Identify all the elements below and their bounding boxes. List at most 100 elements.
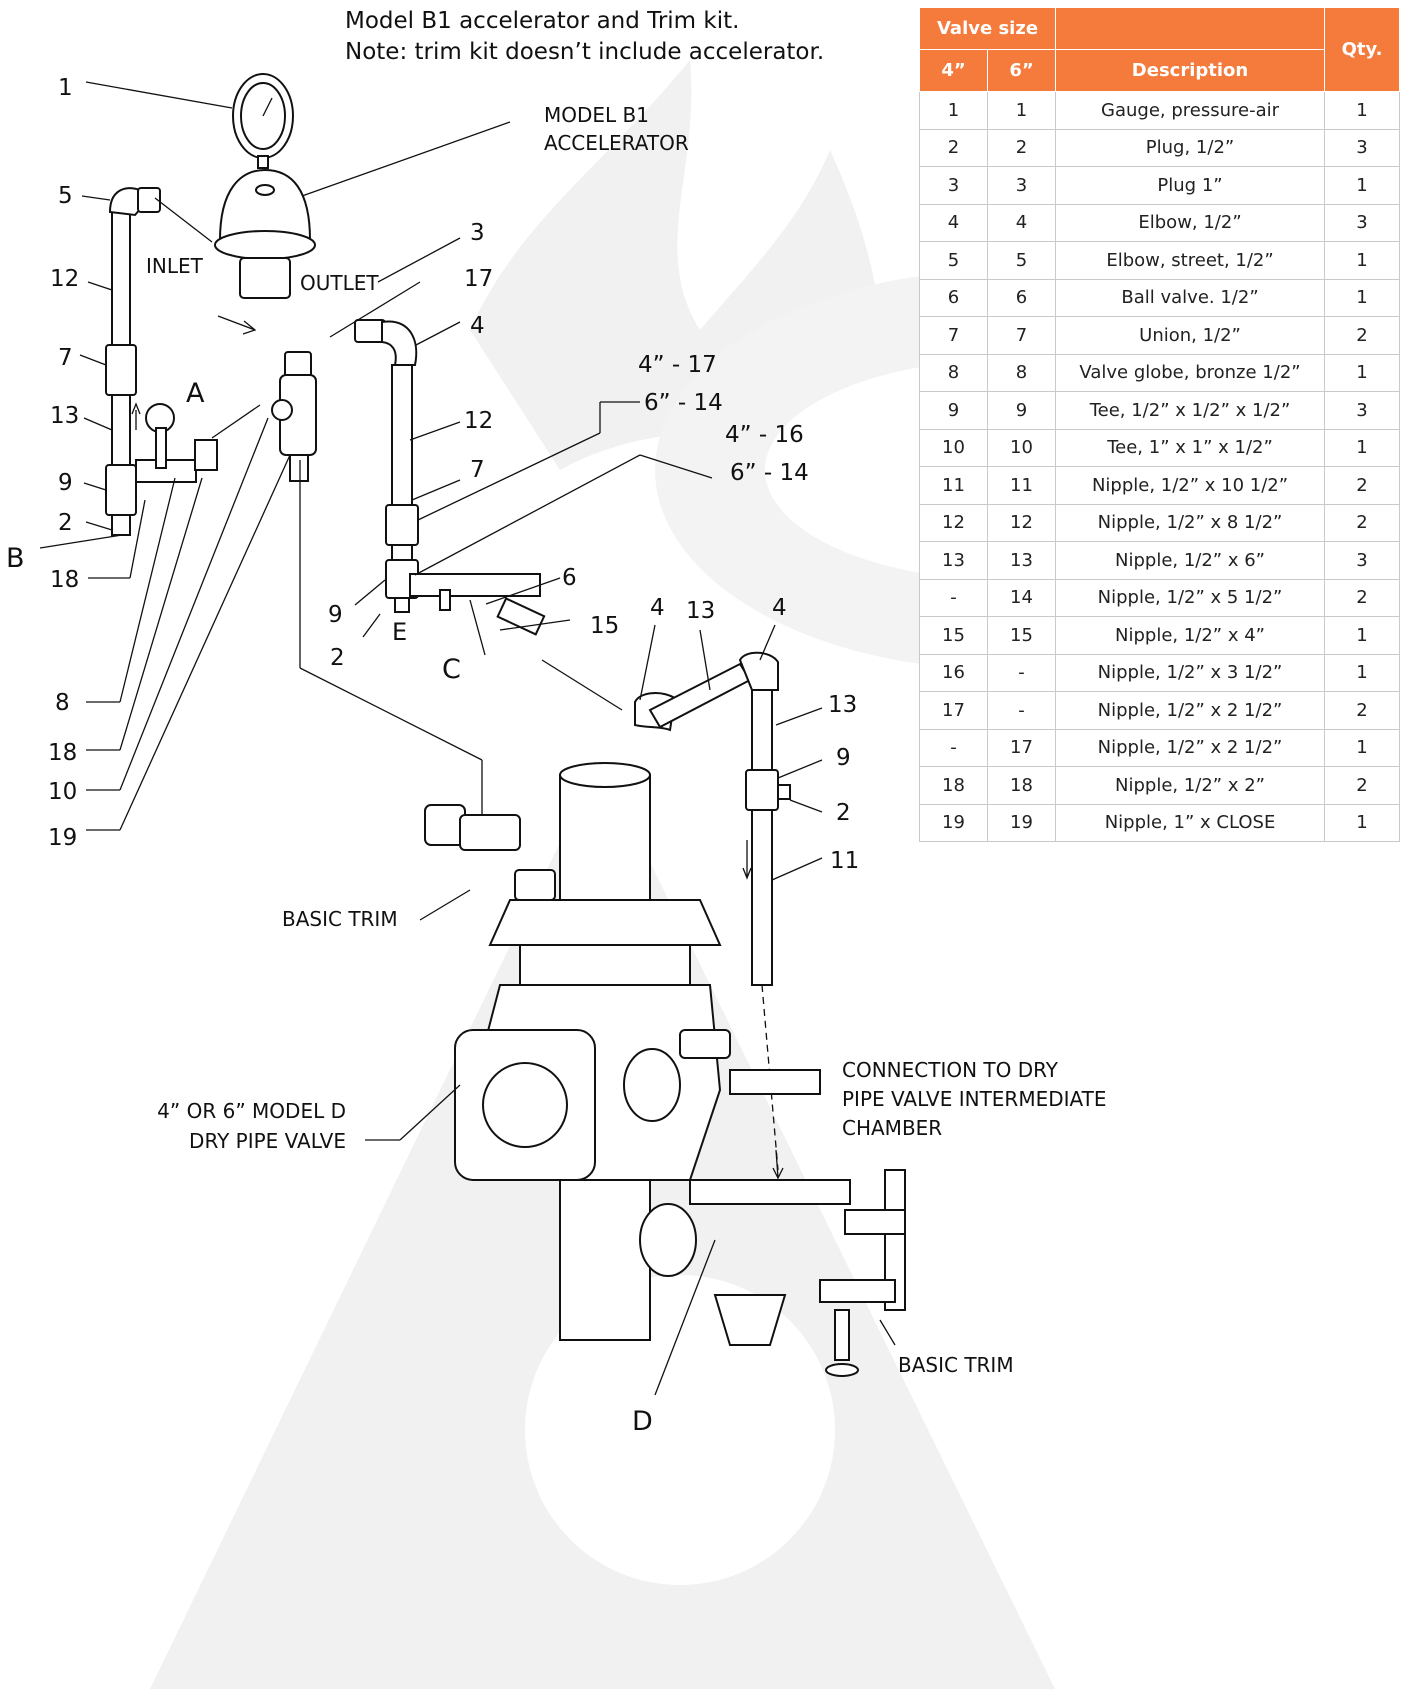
callout-13: 13	[50, 403, 79, 429]
letter-c: C	[442, 654, 461, 685]
cell-4-inch: 18	[919, 766, 988, 805]
cell-6-inch: 12	[986, 503, 1057, 542]
letter-e: E	[392, 618, 407, 646]
cell-6-inch: 13	[986, 541, 1057, 580]
cell-6-inch: 11	[986, 466, 1057, 505]
cell-description: Plug, 1/2”	[1055, 128, 1326, 167]
header-description: Description	[1055, 49, 1326, 92]
header-4-inch: 4”	[919, 49, 988, 92]
basic-trim-icon	[424, 804, 906, 1377]
callout-9: 9	[58, 470, 73, 496]
basic-trim-label: BASIC TRIM	[282, 907, 398, 931]
cell-qty: 2	[1324, 316, 1401, 355]
cell-6-inch: 8	[986, 353, 1057, 392]
valve-label-line-1: 4” OR 6” MODEL D	[157, 1099, 346, 1123]
middle-piping	[354, 319, 623, 711]
cell-6-inch: 10	[986, 428, 1057, 467]
cell-qty: 2	[1324, 578, 1401, 617]
cell-6-inch: 3	[986, 166, 1057, 205]
cell-qty: 1	[1324, 803, 1401, 842]
cell-qty: 3	[1324, 203, 1401, 242]
cell-6-inch: 6	[986, 278, 1057, 317]
cell-description: Elbow, street, 1/2”	[1055, 241, 1326, 280]
callout-9: 9	[328, 602, 343, 628]
callout-9: 9	[836, 745, 851, 771]
cell-6-inch: 5	[986, 241, 1057, 280]
cell-4-inch: -	[919, 728, 988, 767]
callout-2: 2	[58, 510, 73, 536]
cell-6-inch: 2	[986, 128, 1057, 167]
callout-2: 2	[836, 800, 851, 826]
cell-4-inch: 19	[919, 803, 988, 842]
callout-11: 11	[830, 848, 859, 874]
callout-10: 10	[48, 779, 77, 805]
header-valve-size: Valve size	[918, 7, 1057, 50]
letter-d: D	[632, 1406, 653, 1437]
cell-qty: 2	[1324, 466, 1401, 505]
cell-qty: 1	[1324, 241, 1401, 280]
cell-6-inch: 15	[986, 616, 1057, 655]
detail-letters: A B C D E	[6, 378, 653, 1437]
leader-lines	[39, 81, 896, 1396]
cell-6-inch: 1	[986, 91, 1057, 130]
cell-6-inch: 19	[986, 803, 1057, 842]
letter-a: A	[186, 378, 205, 409]
cell-description: Nipple, 1/2” x 2 1/2”	[1055, 728, 1326, 767]
dry-pipe-valve-icon	[454, 762, 722, 1341]
cell-description: Gauge, pressure-air	[1055, 91, 1326, 130]
cell-qty: 3	[1324, 541, 1401, 580]
cell-qty: 1	[1324, 166, 1401, 205]
header-6-inch: 6”	[986, 49, 1057, 92]
cell-qty: 2	[1324, 691, 1401, 730]
cell-4-inch: 8	[919, 353, 988, 392]
cell-4-inch: 12	[919, 503, 988, 542]
cell-4-inch: -	[919, 578, 988, 617]
callout-7: 7	[58, 345, 73, 371]
header-qty: Qty.	[1324, 7, 1401, 92]
cell-6-inch: 14	[986, 578, 1057, 617]
cell-description: Nipple, 1/2” x 5 1/2”	[1055, 578, 1326, 617]
callout-19: 19	[48, 825, 77, 851]
size-4-17-label: 4” - 17	[638, 352, 717, 378]
cell-4-inch: 7	[919, 316, 988, 355]
callout-13: 13	[686, 598, 715, 624]
callout-15: 15	[590, 613, 619, 639]
pressure-gauge-icon	[232, 73, 294, 169]
outlet-label: OUTLET	[300, 271, 379, 295]
letter-b: B	[6, 543, 25, 574]
cell-description: Elbow, 1/2”	[1055, 203, 1326, 242]
cell-qty: 1	[1324, 728, 1401, 767]
cell-description: Tee, 1/2” x 1/2” x 1/2”	[1055, 391, 1326, 430]
basic-trim-label: BASIC TRIM	[898, 1353, 1014, 1377]
model-b1-label: MODEL B1	[544, 103, 649, 127]
cell-4-inch: 4	[919, 203, 988, 242]
callout-4: 4	[470, 313, 485, 339]
diagram-labels: MODEL B1 ACCELERATOR INLET OUTLET 4” - 1…	[146, 103, 1107, 1377]
connection-label-line-1: CONNECTION TO DRY	[842, 1058, 1059, 1082]
callout-18: 18	[48, 740, 77, 766]
cell-qty: 3	[1324, 391, 1401, 430]
cell-qty: 1	[1324, 91, 1401, 130]
callout-4: 4	[650, 595, 665, 621]
table-row: 17-Nipple, 1/2” x 2 1/2”2	[919, 691, 1401, 730]
cell-4-inch: 13	[919, 541, 988, 580]
cell-4-inch: 10	[919, 428, 988, 467]
callout-4: 4	[772, 595, 787, 621]
header-blank	[1055, 7, 1326, 50]
title-line-2: Note: trim kit doesn’t include accelerat…	[345, 39, 824, 65]
cell-description: Nipple, 1/2” x 10 1/2”	[1055, 466, 1326, 505]
size-6-14-label: 6” - 14	[644, 390, 723, 416]
cell-qty: 1	[1324, 616, 1401, 655]
table-header-row: 4” 6” Description	[919, 49, 1400, 92]
